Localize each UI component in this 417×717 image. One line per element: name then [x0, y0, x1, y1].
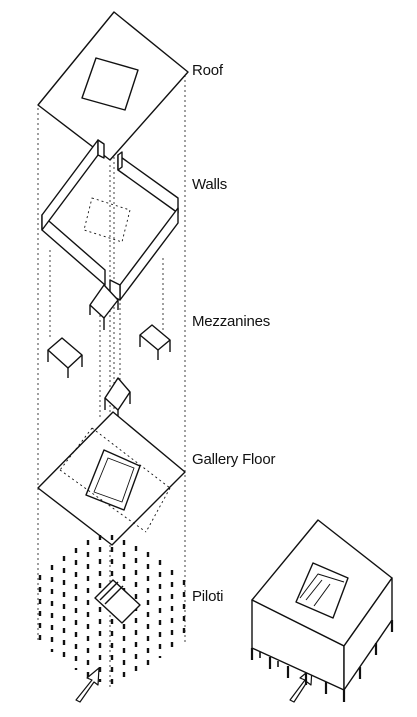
roof-layer — [37, 11, 189, 161]
gallery-floor-layer — [37, 411, 186, 546]
label-gallery-floor: Gallery Floor — [192, 451, 276, 468]
piloti-layer — [38, 535, 186, 686]
mezzanines-layer — [47, 284, 171, 422]
label-mezzanines: Mezzanines — [192, 313, 271, 330]
mezzanine-table-right — [139, 324, 171, 360]
label-walls: Walls — [192, 176, 228, 193]
mezzanine-table-bottom — [104, 377, 131, 422]
mezzanine-table-left — [47, 337, 83, 378]
walls-layer — [41, 139, 179, 301]
assembled-building-view — [250, 519, 394, 702]
mezzanine-table-top — [89, 284, 119, 330]
label-piloti: Piloti — [192, 588, 224, 605]
entry-arrow-icon — [75, 667, 100, 703]
label-roof: Roof — [192, 62, 223, 79]
